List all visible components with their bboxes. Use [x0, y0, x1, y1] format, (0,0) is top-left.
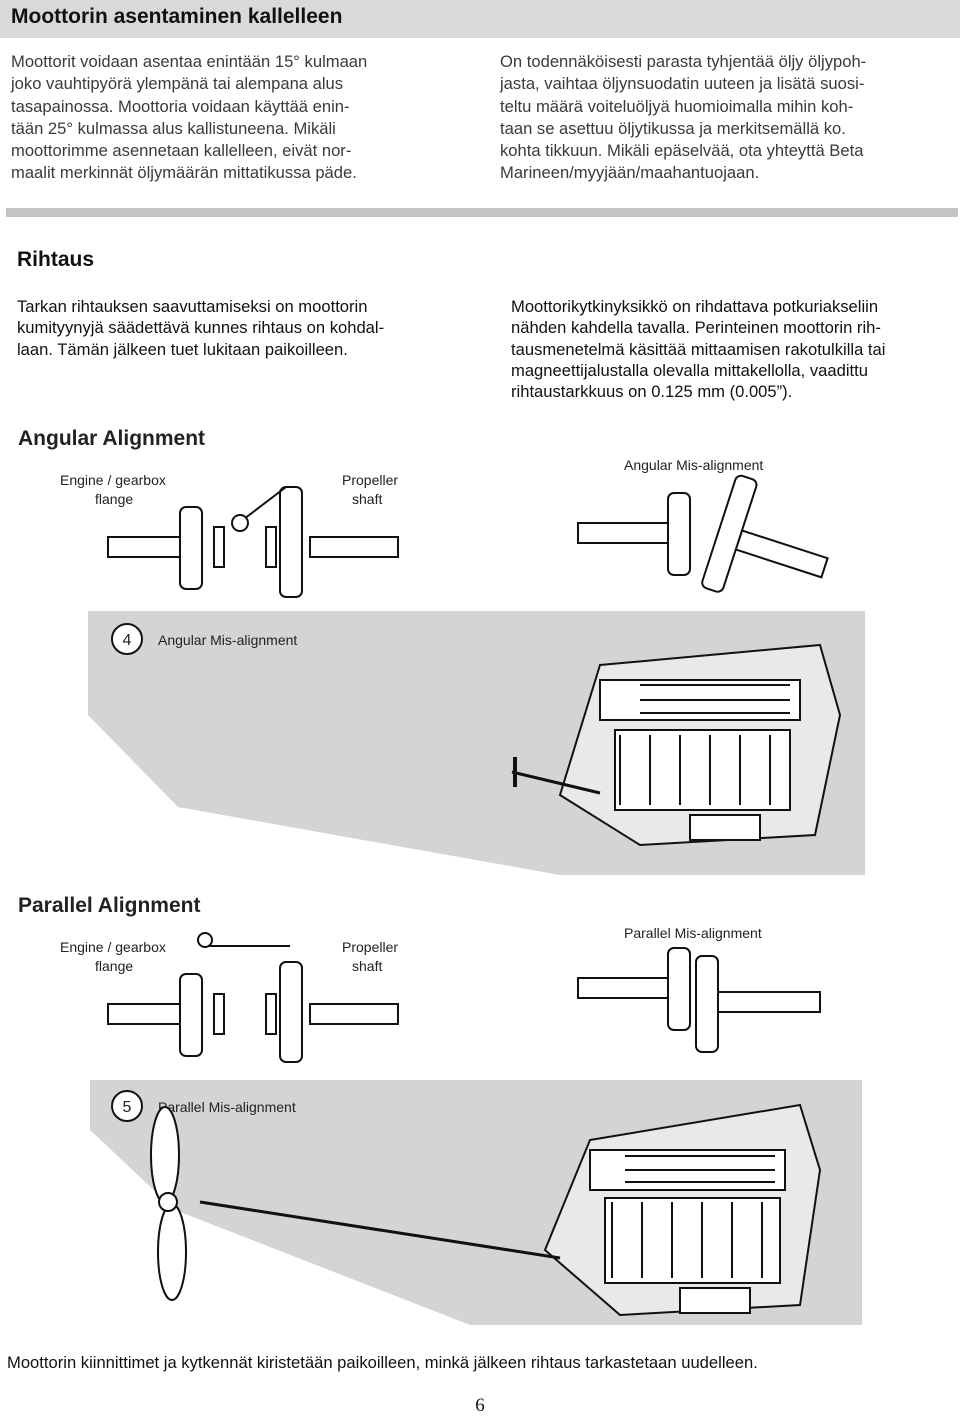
propeller-shaft — [709, 991, 821, 1013]
text-line: magneettijalustalla olevalla mittakellol… — [511, 360, 868, 380]
engine-shaft — [107, 1003, 181, 1025]
paragraph-left: Moottorit voidaan asentaa enintään 15° k… — [11, 51, 451, 185]
step-number: 4 — [123, 632, 132, 649]
propeller-shaft — [309, 1003, 399, 1025]
text-line: taan se asettuu öljytikussa ja merkitsem… — [500, 118, 846, 138]
dial-gauge — [197, 932, 213, 948]
text-line: Marineen/myyjään/maahantuojaan. — [500, 163, 760, 183]
text-line: tasapainossa. Moottoria voidaan käyttää … — [11, 96, 350, 116]
angular-alignment-figure: Angular Alignment Engine / gearbox flang… — [18, 427, 865, 875]
flange-label: Engine / gearbox — [60, 472, 166, 488]
section-title: Rihtaus — [17, 248, 95, 271]
panel-label: Parallel Mis-alignment — [158, 1099, 296, 1115]
propeller-flange — [701, 474, 758, 593]
engine-illustration — [558, 643, 842, 847]
engine-flange — [179, 506, 203, 590]
propeller-flange — [279, 961, 303, 1063]
engine-hub — [213, 993, 225, 1035]
drive-shaft — [199, 1200, 561, 1260]
dial-gauge — [231, 514, 249, 532]
misalignment-label: Angular Mis-alignment — [624, 457, 763, 473]
text-line: maalit merkinnät öljymäärän mittatikussa… — [11, 163, 357, 183]
parallel-misalignment-diagram — [577, 947, 821, 1053]
parallel-coupling-diagram — [107, 932, 399, 1063]
section-title: Moottorin asentaminen kallelleen — [11, 5, 343, 28]
propeller-shaft — [309, 536, 399, 558]
text-line: kohta tikkuun. Mikäli epäselvää, ota yht… — [500, 141, 864, 161]
text-line: jasta, vaihtaa öljynsuodatin uuteen ja l… — [500, 74, 865, 94]
footer-note: Moottorin kiinnittimet ja kytkennät kiri… — [7, 1353, 758, 1372]
engine-flange — [667, 947, 691, 1031]
paragraph-right: Moottorikytkinyksikkö on rihdattava potk… — [511, 296, 956, 402]
engine-illustration — [543, 1103, 822, 1317]
flange-label: flange — [95, 958, 133, 974]
text-line: tausmenetelmä käsittää mittaamisen rakot… — [511, 339, 886, 359]
figure-title: Parallel Alignment — [18, 894, 200, 917]
shaft-label: Propeller — [342, 472, 398, 488]
text-line: Moottorit voidaan asentaa enintään 15° k… — [11, 52, 368, 71]
engine-flange — [179, 973, 203, 1057]
angular-misalignment-diagram — [577, 474, 829, 593]
engine-flange — [667, 492, 691, 576]
text-line: tään 25° kulmassa alus kallistuneena. Mi… — [11, 118, 336, 138]
engine-shaft — [107, 536, 181, 558]
parallel-alignment-figure: Parallel Alignment Engine / gearbox flan… — [18, 894, 862, 1325]
step-number: 5 — [123, 1099, 132, 1116]
section-title-bar — [0, 0, 960, 38]
text-line: laan. Tämän jälkeen tuet lukitaan paikoi… — [17, 339, 348, 359]
step-number-badge — [111, 623, 143, 655]
propeller-flange — [695, 955, 719, 1053]
propeller-shaft — [734, 529, 829, 579]
text-line: nähden kahdella tavalla. Perinteinen moo… — [511, 318, 881, 338]
propeller — [150, 1106, 187, 1301]
paragraph-left: Tarkan rihtauksen saavuttamiseksi on moo… — [17, 296, 457, 360]
page-number: 6 — [475, 1395, 485, 1416]
text-line: joko vauhtipyörä ylempänä tai alempana a… — [11, 74, 344, 94]
flange-label: Engine / gearbox — [60, 939, 166, 955]
propeller-hub — [265, 526, 277, 568]
shaft-label: shaft — [352, 958, 382, 974]
engine-shaft — [577, 522, 669, 544]
text-line: Tarkan rihtauksen saavuttamiseksi on moo… — [17, 297, 368, 316]
engine-shaft — [577, 977, 669, 999]
propeller-hub — [265, 993, 277, 1035]
step-number-badge — [111, 1090, 143, 1122]
shaft-label: Propeller — [342, 939, 398, 955]
drive-shaft — [511, 770, 601, 795]
text-line: kumityynyjä säädettävä kunnes rihtaus on… — [17, 318, 385, 338]
shaft-label: shaft — [352, 491, 382, 507]
flange-label: flange — [95, 491, 133, 507]
indicator-arm — [239, 486, 287, 523]
misalignment-label: Parallel Mis-alignment — [624, 925, 762, 941]
propeller-flange — [279, 486, 303, 598]
paragraph-right: On todennäköisesti parasta tyhjentää ölj… — [500, 51, 955, 185]
angular-coupling-diagram — [107, 486, 399, 598]
text-line: rihtaustarkkuus on 0.125 mm (0.005”). — [511, 382, 793, 402]
text-line: moottorimme asennetaan kallelleen, eivät… — [11, 141, 352, 161]
text-line: On todennäköisesti parasta tyhjentää ölj… — [500, 52, 867, 71]
section-divider — [6, 208, 958, 217]
figure-title: Angular Alignment — [18, 427, 205, 450]
panel-label: Angular Mis-alignment — [158, 632, 297, 648]
text-line: teltu määrä voiteluöljyä huomioimalla mi… — [500, 96, 854, 116]
text-line: Moottorikytkinyksikkö on rihdattava potk… — [511, 297, 879, 316]
engine-hub — [213, 526, 225, 568]
